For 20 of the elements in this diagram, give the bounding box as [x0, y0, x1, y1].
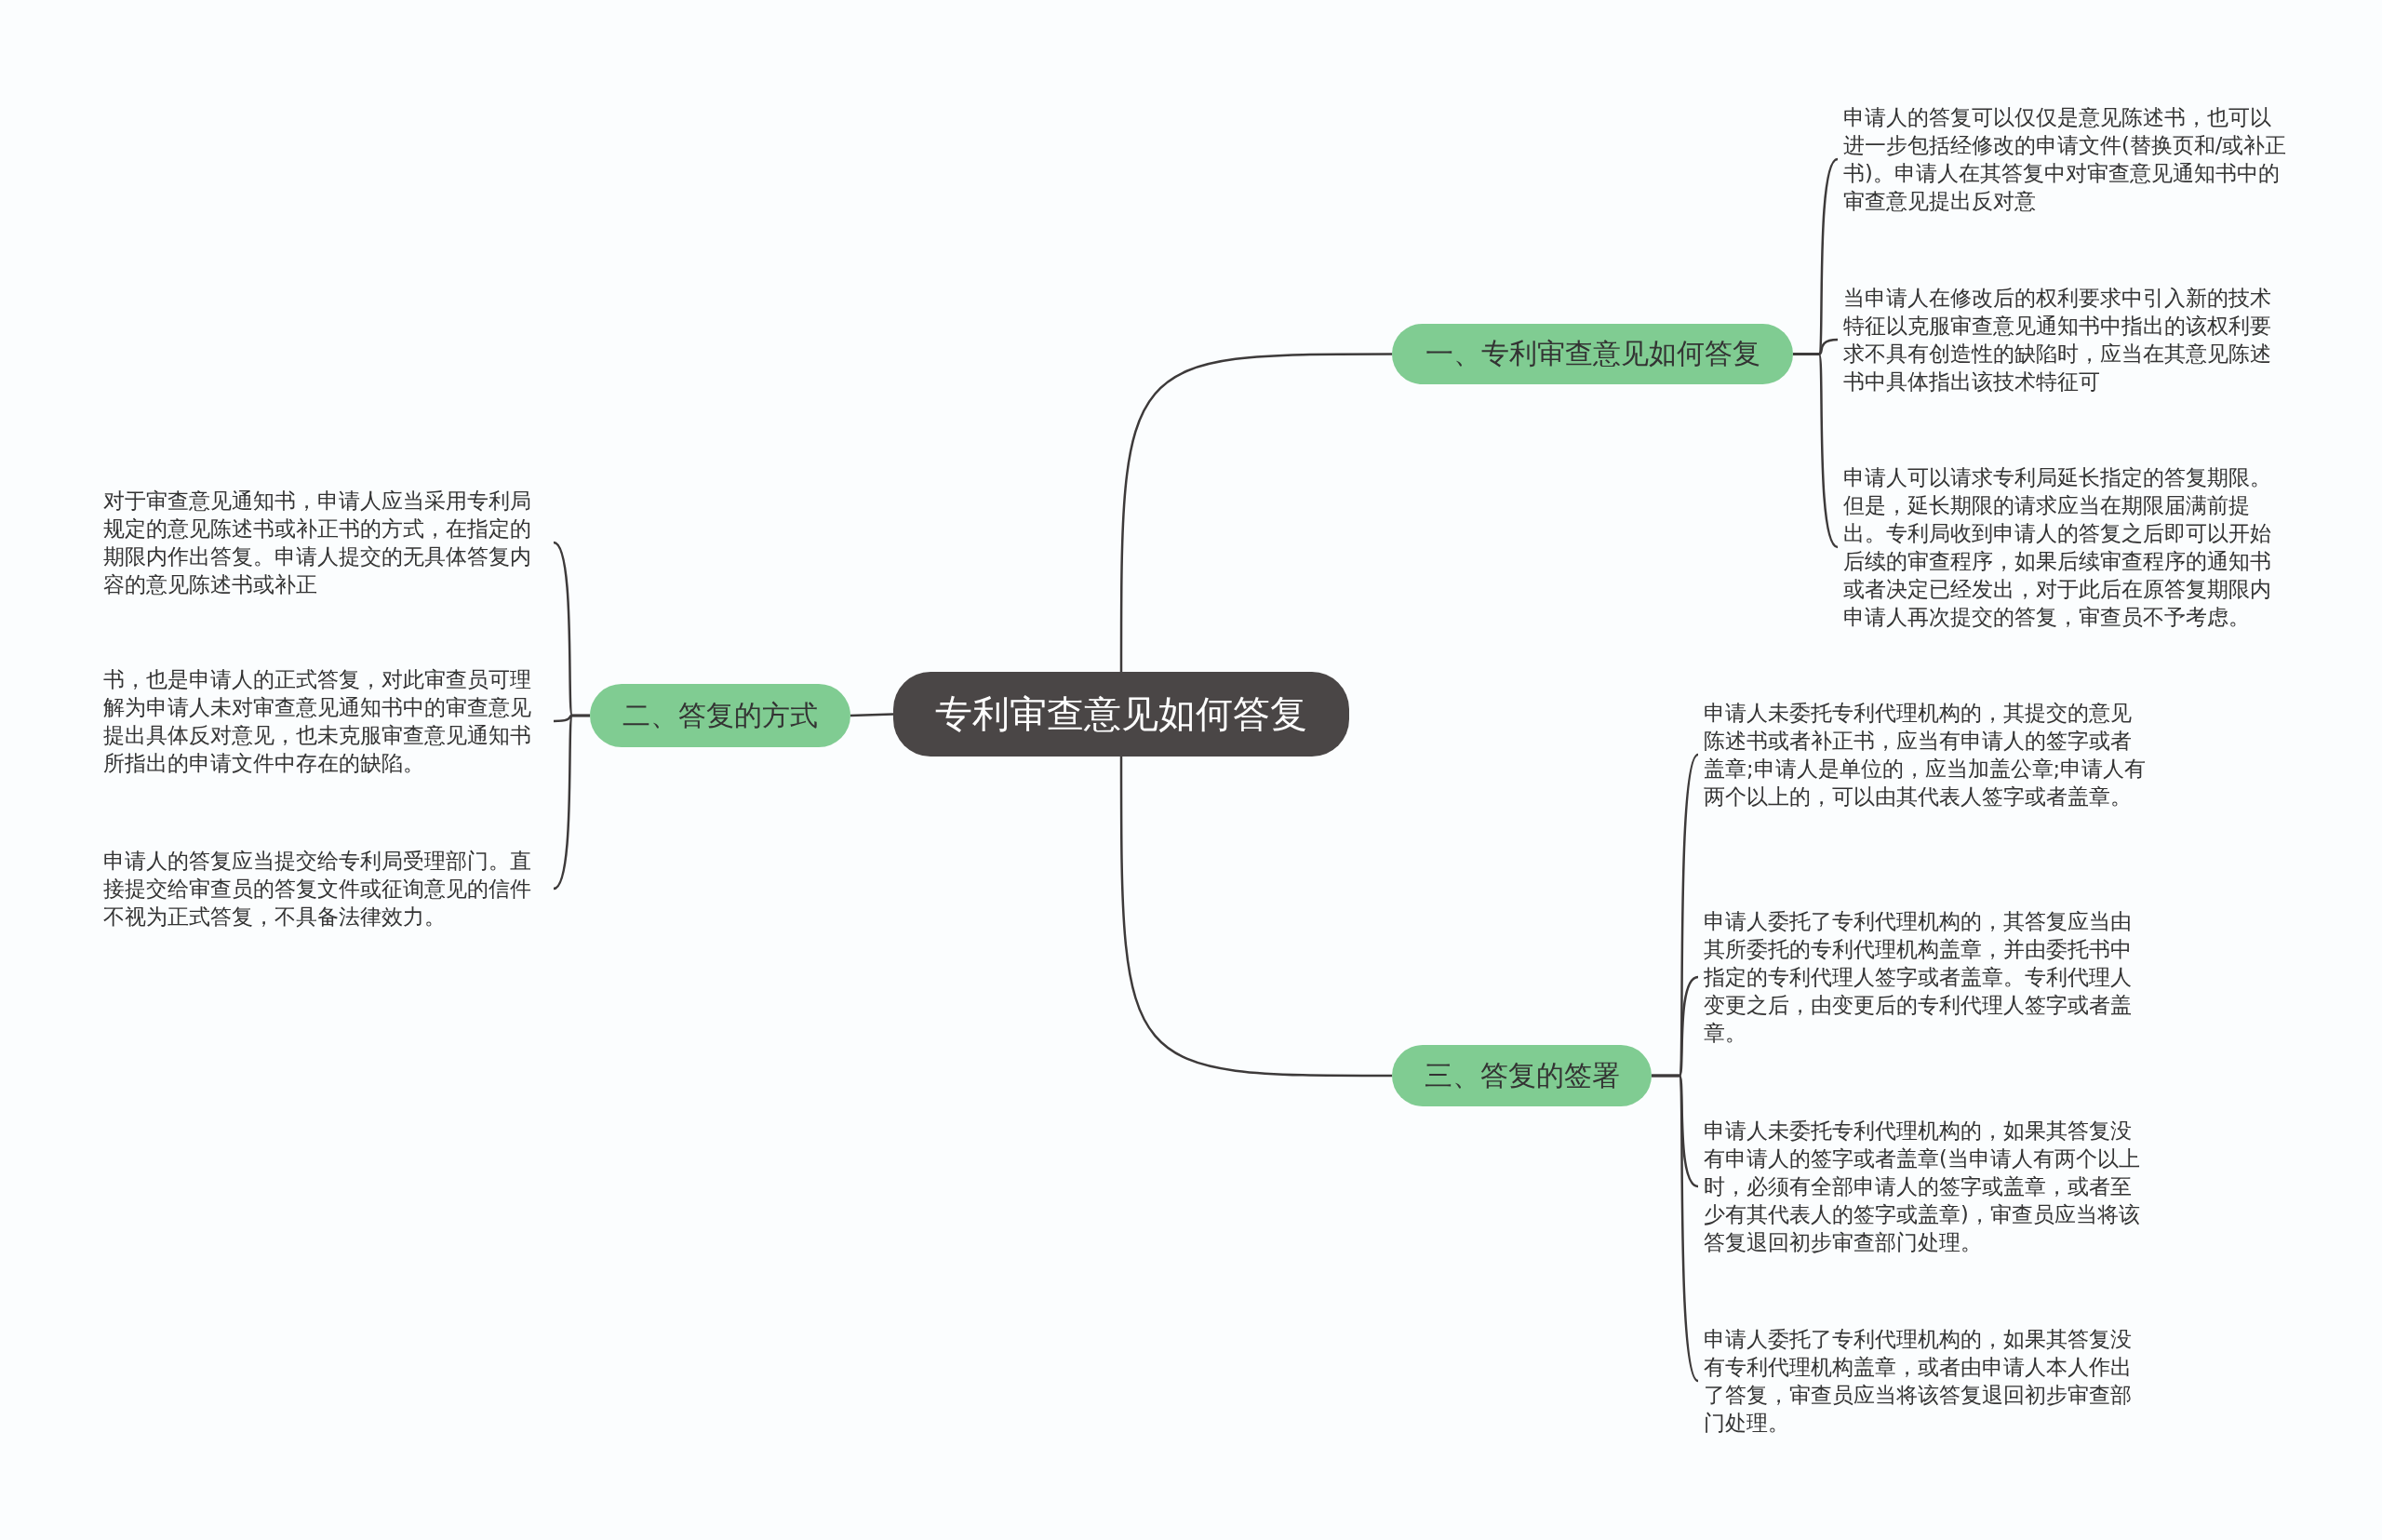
branch-topic: 一、专利审查意见如何答复 [1392, 324, 1793, 384]
connector-line [553, 714, 590, 891]
connector-line [1119, 353, 1392, 672]
note-text: 申请人可以请求专利局延长指定的答复期限。但是，延长期限的请求应当在期限届满前提出。专利局收到申请人的答复之后即可以开始后续的审查程序，如果后续审查程序的通知书或者决定已经发出，对于此后在原答复期限内申请人再次提交的答复，审查员不予考虑。 [1843, 463, 2290, 631]
note-text: 书，也是申请人的正式答复，对此审查员可理解为申请人未对审查意见通知书中的审查意见提出具体反对意见，也未克服审查意见通知书所指出的申请文件中存在的缺陷。 [103, 665, 548, 777]
connector-line [1793, 353, 1839, 548]
branch-topic: 三、答复的签署 [1392, 1045, 1652, 1106]
connector-line [850, 713, 894, 717]
note-text: 当申请人在修改后的权利要求中引入新的技术特征以克服审查意见通知书中指出的该权利要求不具有创造性的缺陷时，应当在其意见陈述书中具体指出该技术特征可 [1843, 284, 2290, 395]
connector-line [1119, 757, 1392, 1078]
connector-line [1652, 1074, 1699, 1382]
note-text: 申请人未委托专利代理机构的，其提交的意见陈述书或者补正书，应当有申请人的签字或者盖章;申请人是单位的，应当加盖公章;申请人有两个以上的，可以由其代表人签字或者盖章。 [1704, 699, 2148, 810]
note-text: 申请人委托了专利代理机构的，如果其答复没有专利代理机构盖章，或者由申请人本人作出了答复，审查员应当将该答复退回初步审查部门处理。 [1704, 1325, 2148, 1437]
note-text: 申请人的答复应当提交给专利局受理部门。直接提交给审查员的答复文件或征询意见的信件不视为正式答复，不具备法律效力。 [103, 847, 548, 931]
branch-topic: 二、答复的方式 [590, 684, 850, 747]
note-text: 对于审查意见通知书，申请人应当采用专利局规定的意见陈述书或补正书的方式，在指定的期限内作出答复。申请人提交的无具体答复内容的意见陈述书或补正 [103, 487, 548, 598]
note-text: 申请人未委托专利代理机构的，如果其答复没有申请人的签字或者盖章(当申请人有两个以上时，必须有全部申请人的签字或盖章，或者至少有其代表人的签字或盖章)，审查员应当将该答复退回初步审查部门处理。 [1704, 1117, 2148, 1256]
note-text: 申请人的答复可以仅仅是意见陈述书，也可以进一步包括经修改的申请文件(替换页和/或补正书)。申请人在其答复中对审查意见通知书中的审查意见提出反对意 [1843, 103, 2290, 215]
central-topic: 专利审查意见如何答复 [893, 672, 1349, 757]
note-text: 申请人委托了专利代理机构的，其答复应当由其所委托的专利代理机构盖章，并由委托书中指定的专利代理人签字或者盖章。专利代理人变更之后，由变更后的专利代理人签字或者盖章。 [1704, 907, 2148, 1047]
